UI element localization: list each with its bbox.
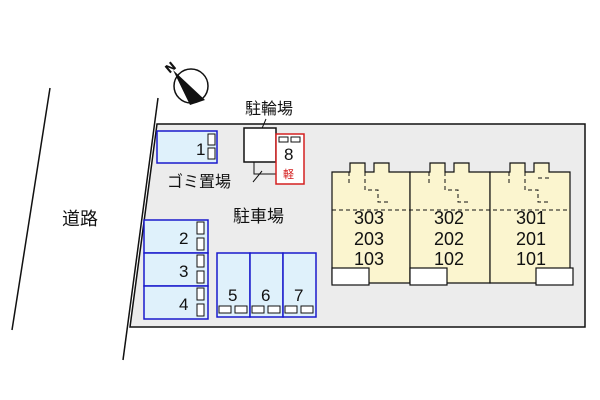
unit-number: 202 [434, 229, 464, 249]
parking-space-number: 7 [294, 286, 303, 305]
unit-number: 302 [434, 208, 464, 228]
parking-space-kei: 8 軽 [275, 133, 305, 185]
road-edge-left [11, 87, 51, 331]
parking-space: 1 [156, 130, 218, 164]
unit-number: 201 [516, 229, 546, 249]
parking-space: 6 [249, 252, 284, 318]
apartment-building: 303 203 103 302 202 102 301 201 101 [331, 162, 574, 286]
unit-number: 301 [516, 208, 546, 228]
parking-space: 4 [143, 285, 209, 320]
parking-space: 2 [143, 219, 209, 254]
unit-number: 101 [516, 249, 546, 269]
north-arrow-icon: N [162, 59, 209, 105]
parking-space-number: 4 [179, 295, 188, 314]
parking-space-number: 8 [284, 145, 293, 164]
garbage-area-label: ゴミ置場 [167, 172, 231, 191]
unit-number: 102 [434, 249, 464, 269]
bicycle-parking-area [243, 127, 277, 163]
unit-number: 303 [354, 208, 384, 228]
unit-number: 203 [354, 229, 384, 249]
road-label: 道路 [62, 209, 98, 230]
bicycle-parking-label: 駐輪場 [245, 99, 293, 118]
parking-space: 5 [216, 252, 251, 318]
garbage-area-leader [252, 170, 263, 183]
parking-space-number: 6 [261, 286, 270, 305]
parking-space: 7 [282, 252, 317, 318]
kei-car-label: 軽 [283, 168, 294, 181]
parking-space: 3 [143, 252, 209, 287]
parking-space-number: 5 [228, 286, 237, 305]
road-edge-right [122, 97, 159, 361]
car-park-label: 駐車場 [233, 207, 284, 227]
parking-space-number: 3 [179, 262, 188, 281]
unit-number: 103 [354, 249, 384, 269]
parking-space-number: 2 [179, 229, 188, 248]
parking-space-number: 1 [196, 140, 205, 159]
